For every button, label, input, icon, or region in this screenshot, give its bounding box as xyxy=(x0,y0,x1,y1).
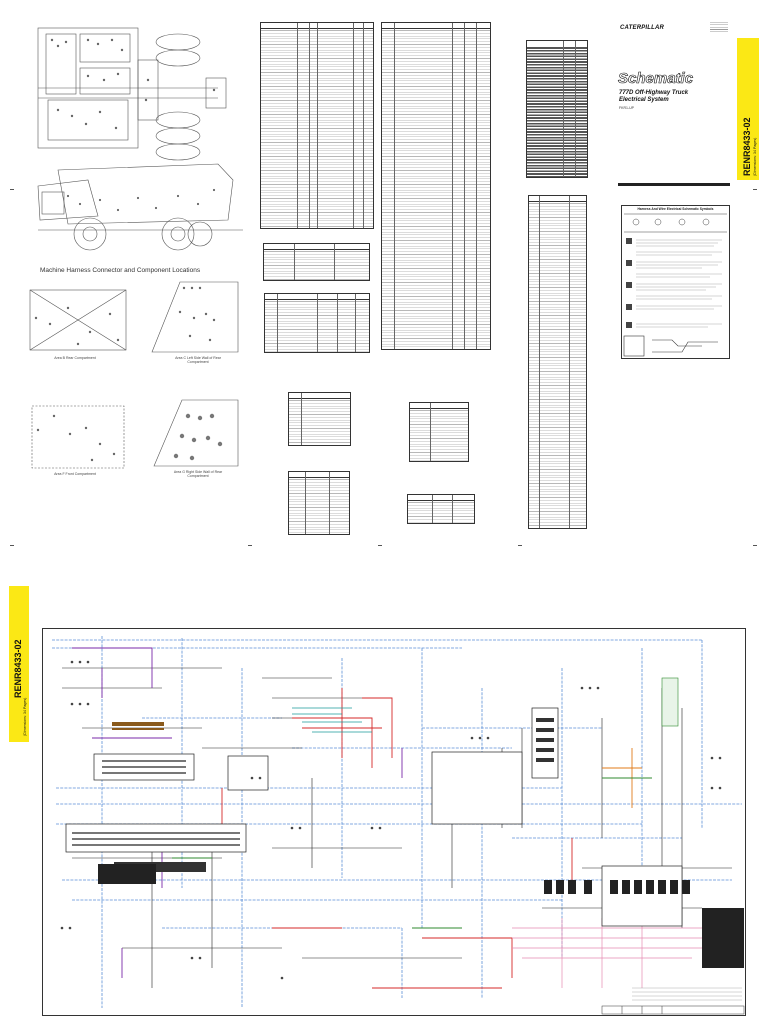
document-id-top: RENR8433-02 xyxy=(742,117,752,176)
document-note-top: (Dimensions: 34 Pages) xyxy=(753,137,757,176)
area-g-caption: Area G Right Side Wall of Rear Compartme… xyxy=(173,470,223,478)
component-location-table-1 xyxy=(260,22,374,229)
wire-color-table xyxy=(288,392,351,446)
fuse-table xyxy=(288,471,350,535)
document-note-bottom: (Dimensions: 34 Pages) xyxy=(23,697,27,736)
locations-heading: Machine Harness Connector and Component … xyxy=(40,267,201,274)
relay-table xyxy=(409,402,469,462)
component-location-table-2 xyxy=(381,22,491,350)
schematic-subtitle-system: Electrical System xyxy=(619,97,669,103)
caterpillar-logo: CATERPILLAR xyxy=(620,25,665,31)
truck-top-view-drawing xyxy=(37,27,243,251)
serial-prefix: FKR1-UP xyxy=(619,106,634,110)
document-id-bottom: RENR8433-02 xyxy=(13,639,23,698)
schematic-subtitle-model: 777D Off-Highway Truck xyxy=(619,90,689,96)
legend-title: Harness And Wire Electrical Schematic Sy… xyxy=(637,207,714,211)
area-b-caption: Area B Rear Compartment xyxy=(54,356,96,360)
area-c-left-side-wall-drawing xyxy=(151,281,239,353)
module-connector-table xyxy=(528,195,587,529)
area-c-caption: Area C Left Side Wall of Rear Compartmen… xyxy=(175,356,221,364)
symbols-legend: Harness And Wire Electrical Schematic Sy… xyxy=(621,205,730,359)
area-g-right-side-wall-drawing xyxy=(153,399,239,467)
connector-table xyxy=(263,243,370,281)
registration-tick xyxy=(10,189,14,190)
area-f-caption: Area F Front Compartment xyxy=(54,472,96,476)
diode-table xyxy=(407,494,475,524)
registration-tick xyxy=(378,545,382,546)
registration-tick xyxy=(518,545,522,546)
schematic-frame xyxy=(42,628,746,1016)
sensor-table xyxy=(526,40,588,178)
registration-tick xyxy=(753,189,757,190)
schematic-title: Schematic xyxy=(618,70,694,88)
document-id-tab-bottom: RENR8433-02 (Dimensions: 34 Pages) xyxy=(9,586,29,742)
title-divider xyxy=(618,183,730,186)
document-meta-text xyxy=(710,22,728,32)
registration-tick xyxy=(10,545,14,546)
registration-tick xyxy=(248,545,252,546)
harness-table xyxy=(264,293,370,353)
wiring-schematic xyxy=(52,636,745,1015)
area-f-front-compartment-drawing xyxy=(31,405,125,469)
document-id-tab: RENR8433-02 (Dimensions: 34 Pages) xyxy=(737,38,759,180)
area-b-rear-compartment-drawing xyxy=(29,289,127,351)
legend-symbols-drawing xyxy=(623,213,727,357)
registration-tick xyxy=(753,545,757,546)
